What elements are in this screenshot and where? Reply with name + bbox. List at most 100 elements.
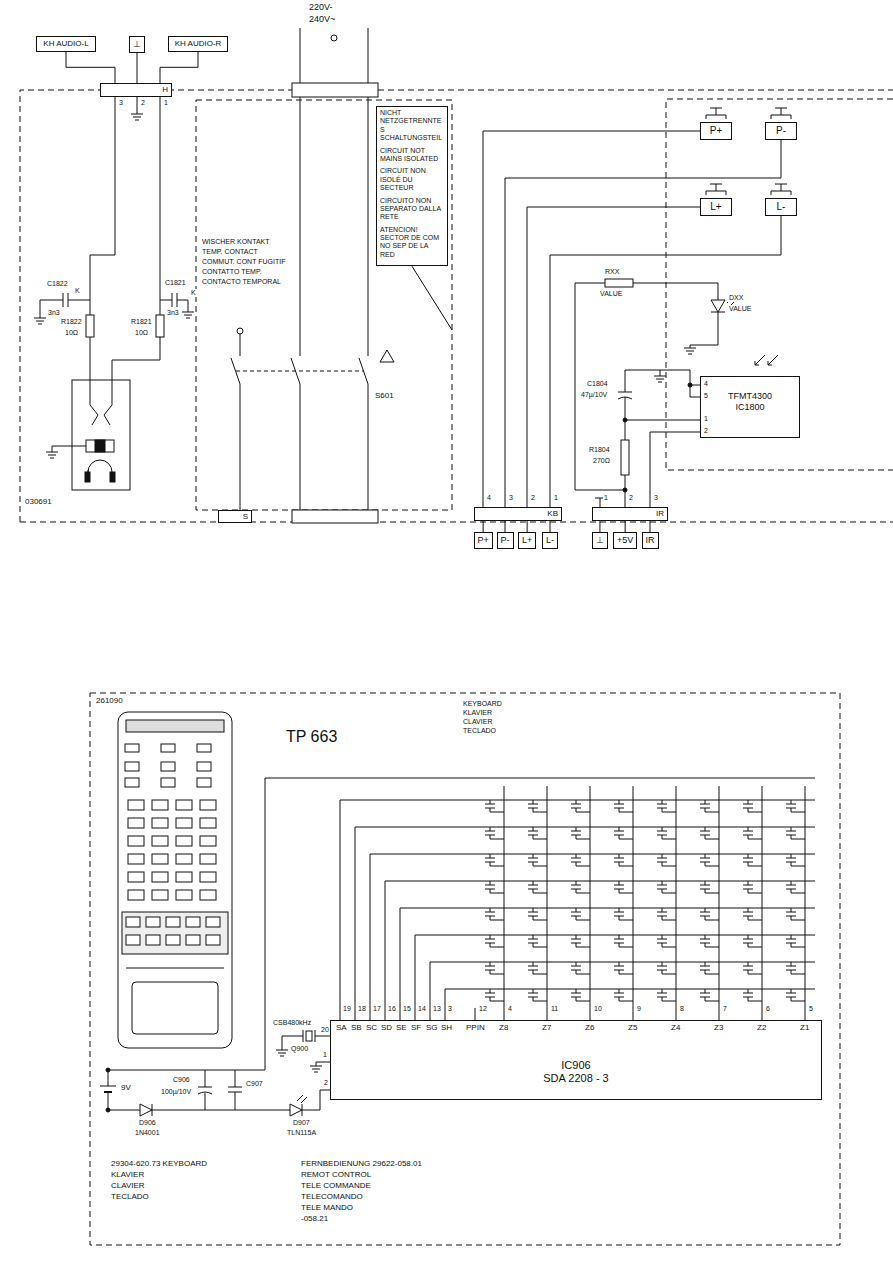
key-switch <box>705 854 706 858</box>
push-button-symbol <box>791 115 792 119</box>
schematic-label: CLAVIER <box>110 1182 146 1191</box>
wire <box>302 1090 330 1110</box>
schematic-label: CLAVIER <box>462 718 493 726</box>
key-switch <box>700 885 710 886</box>
terminal <box>237 328 243 334</box>
diode-symbol <box>140 1104 152 1116</box>
dashed-border <box>20 90 893 522</box>
remote-key <box>186 917 200 927</box>
push-button-symbol <box>706 115 707 119</box>
key-switch <box>705 827 706 831</box>
key-switch <box>743 858 753 859</box>
key-switch <box>791 881 792 885</box>
wire <box>160 97 161 315</box>
schematic-label: CONTATTO TEMP. <box>201 268 263 276</box>
key-switch <box>619 943 633 947</box>
schematic-label: 030691 <box>24 498 53 507</box>
remote-key <box>146 917 160 927</box>
node-text: NICHT NETZGETRENNTES SCHALTUNGSTEIL <box>380 109 444 143</box>
schematic-label: R1822 <box>60 318 83 326</box>
ground-symbol <box>48 455 56 456</box>
remote-key <box>200 854 216 864</box>
key-switch <box>576 827 577 831</box>
key-switch <box>662 935 663 939</box>
key-switch <box>791 827 792 831</box>
key-switch <box>576 800 577 804</box>
push-button-box: P+ <box>700 122 732 140</box>
key-switch <box>786 804 796 805</box>
key-switch <box>533 835 547 839</box>
remote-key <box>197 778 211 787</box>
key-switch <box>748 935 749 939</box>
schematic-label: Z2 <box>756 1024 767 1033</box>
warning-box: NICHT NETZGETRENNTES SCHALTUNGSTEIL CIRCU… <box>376 106 448 266</box>
key-switch <box>490 943 504 947</box>
schematic-label: 4 <box>703 380 709 388</box>
resistor-symbol <box>86 315 94 337</box>
ground-symbol <box>280 1056 284 1057</box>
wire-connector <box>527 521 528 532</box>
key-switch <box>700 966 710 967</box>
key-switch <box>748 808 762 812</box>
schematic-label: 7 <box>722 1005 728 1013</box>
key-switch <box>748 827 749 831</box>
schematic-label: 3n3 <box>47 309 61 317</box>
remote-key <box>146 935 160 945</box>
key-switch <box>576 881 577 885</box>
key-switch <box>705 935 706 939</box>
schematic-label: SB <box>350 1024 363 1033</box>
key-switch <box>662 970 676 974</box>
wire <box>240 384 241 510</box>
jack-spring <box>104 380 112 425</box>
node-text: TFMT4300 <box>704 391 796 402</box>
schematic-label: 12 <box>478 1005 488 1013</box>
key-switch <box>614 912 624 913</box>
capacitor-symbol <box>198 1087 212 1088</box>
key-switch <box>705 997 719 1001</box>
key-switch <box>743 993 753 994</box>
key-switch <box>619 827 620 831</box>
junction-dot <box>688 383 692 387</box>
schematic-label: 1 <box>163 99 169 107</box>
key-switch <box>533 881 534 885</box>
schematic-label: TP 663 <box>285 728 338 746</box>
remote-key <box>125 744 139 752</box>
wire-connector <box>505 140 781 507</box>
node-text: KH AUDIO-L <box>40 39 92 49</box>
remote-key <box>166 917 180 927</box>
schematic-label: TLN115A <box>286 1129 317 1137</box>
key-switch <box>748 862 762 866</box>
key-switch <box>791 997 805 1001</box>
schematic-label: C906 <box>172 1076 191 1084</box>
key-switch <box>705 970 719 974</box>
resistor-symbol <box>156 315 164 337</box>
key-switch <box>791 916 805 920</box>
schematic-label: 13 <box>432 1005 442 1013</box>
warning-triangle <box>380 350 394 362</box>
jack-spring <box>90 380 98 425</box>
node-text: IC1800 <box>704 402 796 413</box>
schematic-label: 6 <box>765 1005 771 1013</box>
dashed-border <box>666 99 893 470</box>
key-switch <box>743 831 753 832</box>
dashed-border <box>90 693 840 1245</box>
connector-label-box: KH AUDIO-L <box>36 36 96 52</box>
key-switch <box>705 889 719 893</box>
key-switch <box>533 943 547 947</box>
key-switch <box>485 912 495 913</box>
ground-symbol <box>688 354 692 355</box>
remote-key <box>186 935 200 945</box>
push-button-symbol <box>771 191 772 195</box>
key-switch <box>662 800 663 804</box>
leader-line <box>412 266 452 330</box>
headphone-symbol <box>88 460 112 472</box>
schematic-label: K <box>190 289 197 297</box>
ground-symbol <box>182 312 194 313</box>
key-switch <box>533 970 547 974</box>
wire <box>762 786 763 1020</box>
schematic-label: 16 <box>387 1005 397 1013</box>
ground-symbol <box>184 315 192 316</box>
node-text: CIRCUIT NOT MAINS ISOLATED <box>380 147 444 164</box>
push-button-symbol <box>716 184 717 191</box>
key-switch <box>490 997 504 1001</box>
